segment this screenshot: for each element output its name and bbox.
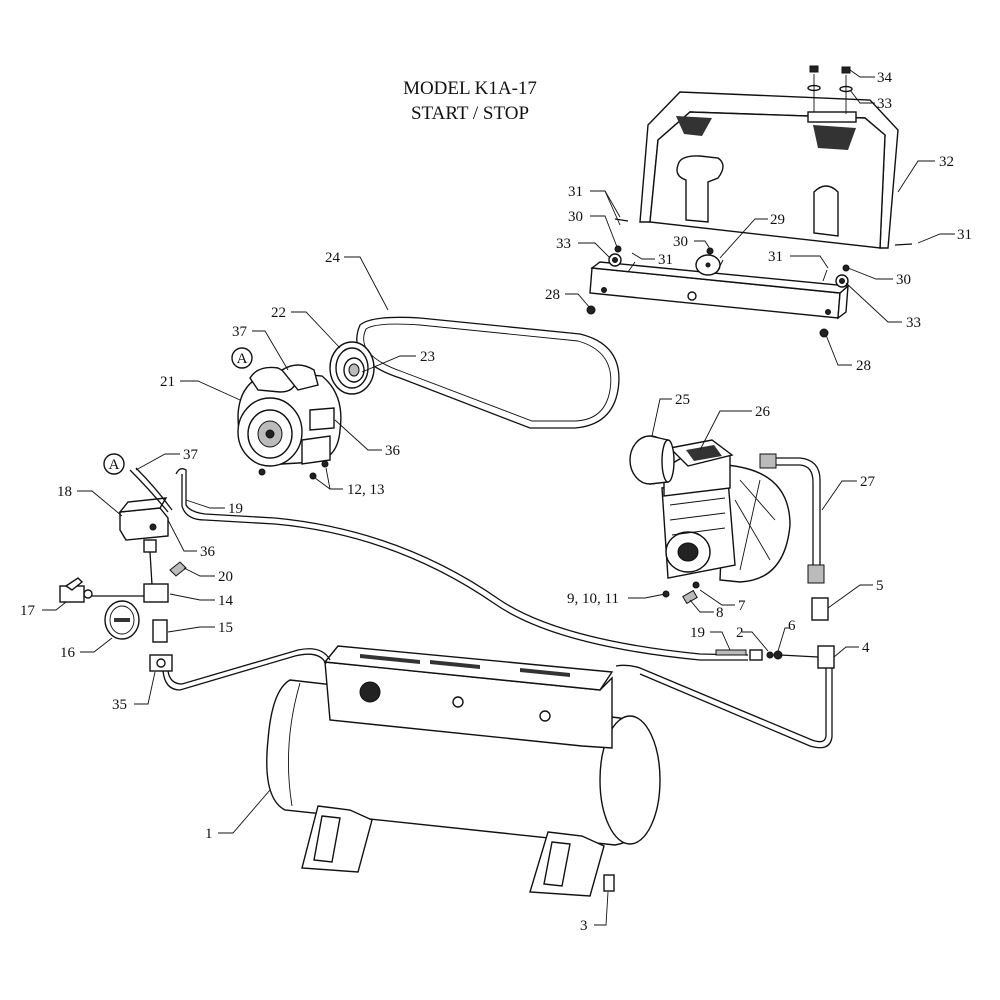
callout-2: 2 — [736, 625, 744, 641]
fitting-20 — [169, 561, 187, 577]
air-tank — [266, 645, 661, 897]
callout-30-right: 30 — [896, 272, 911, 288]
nut-34-right — [841, 66, 851, 74]
model-subtitle: START / STOP — [411, 103, 529, 124]
callout-4: 4 — [862, 640, 870, 656]
fitting-5 — [811, 597, 829, 621]
callout-18: 18 — [57, 484, 72, 500]
tube-fitting-top — [759, 453, 777, 469]
nipple-15 — [152, 619, 168, 643]
callout-33-right: 33 — [906, 315, 921, 331]
callout-25: 25 — [675, 392, 690, 408]
fitting-6-small — [766, 651, 774, 659]
bolt-28-left — [586, 305, 596, 315]
callout-31-upper-left: 31 — [568, 184, 583, 200]
callout-19-right: 19 — [690, 625, 705, 641]
nut-34-left — [809, 65, 819, 73]
callout-labels: 34 33 32 31 31 29 30 33 31 30 31 30 33 2… — [20, 70, 972, 934]
callout-7: 7 — [738, 598, 746, 614]
callout-12-13: 12, 13 — [347, 482, 385, 498]
air-filter — [629, 435, 675, 485]
callout-30-left: 30 — [568, 209, 583, 225]
callout-26: 26 — [755, 404, 771, 420]
safety-valve-17 — [59, 577, 93, 603]
callout-27: 27 — [860, 474, 876, 490]
callout-14: 14 — [218, 593, 234, 609]
callout-31-mid-left: 31 — [658, 252, 673, 268]
callout-35: 35 — [112, 697, 127, 713]
fitting-2 — [749, 649, 763, 661]
discharge-tube — [615, 664, 827, 743]
callout-20: 20 — [218, 569, 233, 585]
callout-1: 1 — [205, 826, 213, 842]
belt-guard — [639, 91, 899, 249]
callout-22: 22 — [271, 305, 286, 321]
callout-16: 16 — [60, 645, 76, 661]
motor-pulley — [329, 341, 375, 395]
callout-23: 23 — [420, 349, 435, 365]
svg-text:A: A — [237, 351, 248, 367]
callout-33-top: 33 — [877, 96, 892, 112]
tube-19-segment — [715, 649, 747, 656]
callout-36-motor: 36 — [385, 443, 401, 459]
callout-3: 3 — [580, 918, 588, 934]
cord-37 — [129, 469, 169, 513]
callout-31-mid: 31 — [768, 249, 783, 265]
manifold-cross-14 — [92, 583, 169, 603]
callout-9-10-11: 9, 10, 11 — [567, 591, 619, 607]
outlet-tube — [770, 457, 821, 575]
svg-text:A: A — [109, 457, 120, 473]
ground-symbol-switch: A — [103, 453, 125, 475]
callout-33-left: 33 — [556, 236, 571, 252]
fitting-4 — [817, 645, 835, 669]
callout-6: 6 — [788, 618, 796, 634]
belt-guard-bracket — [589, 261, 850, 320]
electric-motor — [237, 364, 342, 480]
callout-36-switch: 36 — [200, 544, 216, 560]
tube-fitting-bottom — [807, 564, 825, 584]
vent-hatch-left — [676, 116, 712, 136]
guard-top-bracket — [807, 111, 857, 123]
callout-24: 24 — [325, 250, 341, 266]
callout-8: 8 — [716, 605, 724, 621]
callout-28-left: 28 — [545, 287, 560, 303]
callout-15: 15 — [218, 620, 233, 636]
unloader-tube — [175, 468, 749, 656]
leader-lines — [42, 69, 955, 926]
drain-valve-3 — [603, 874, 615, 892]
pressure-switch — [118, 497, 169, 553]
callout-17: 17 — [20, 603, 36, 619]
callout-37-switch: 37 — [183, 447, 199, 463]
callout-30-mid: 30 — [673, 234, 688, 250]
callout-37-motor: 37 — [232, 324, 248, 340]
callout-28-right: 28 — [856, 358, 871, 374]
callout-21: 21 — [160, 374, 175, 390]
ground-symbol-motor: A — [231, 347, 253, 369]
callout-29: 29 — [770, 212, 785, 228]
callout-31-right: 31 — [957, 227, 972, 243]
compressor-pump — [661, 439, 791, 583]
manifold-tank-tube — [162, 653, 327, 691]
vent-hatch-right — [813, 125, 856, 150]
v-belt — [356, 316, 620, 429]
callout-5: 5 — [876, 578, 884, 594]
model-title: MODEL K1A-17 — [403, 78, 537, 99]
callout-19-left: 19 — [228, 501, 243, 517]
callout-34: 34 — [877, 70, 893, 86]
callout-32: 32 — [939, 154, 954, 170]
